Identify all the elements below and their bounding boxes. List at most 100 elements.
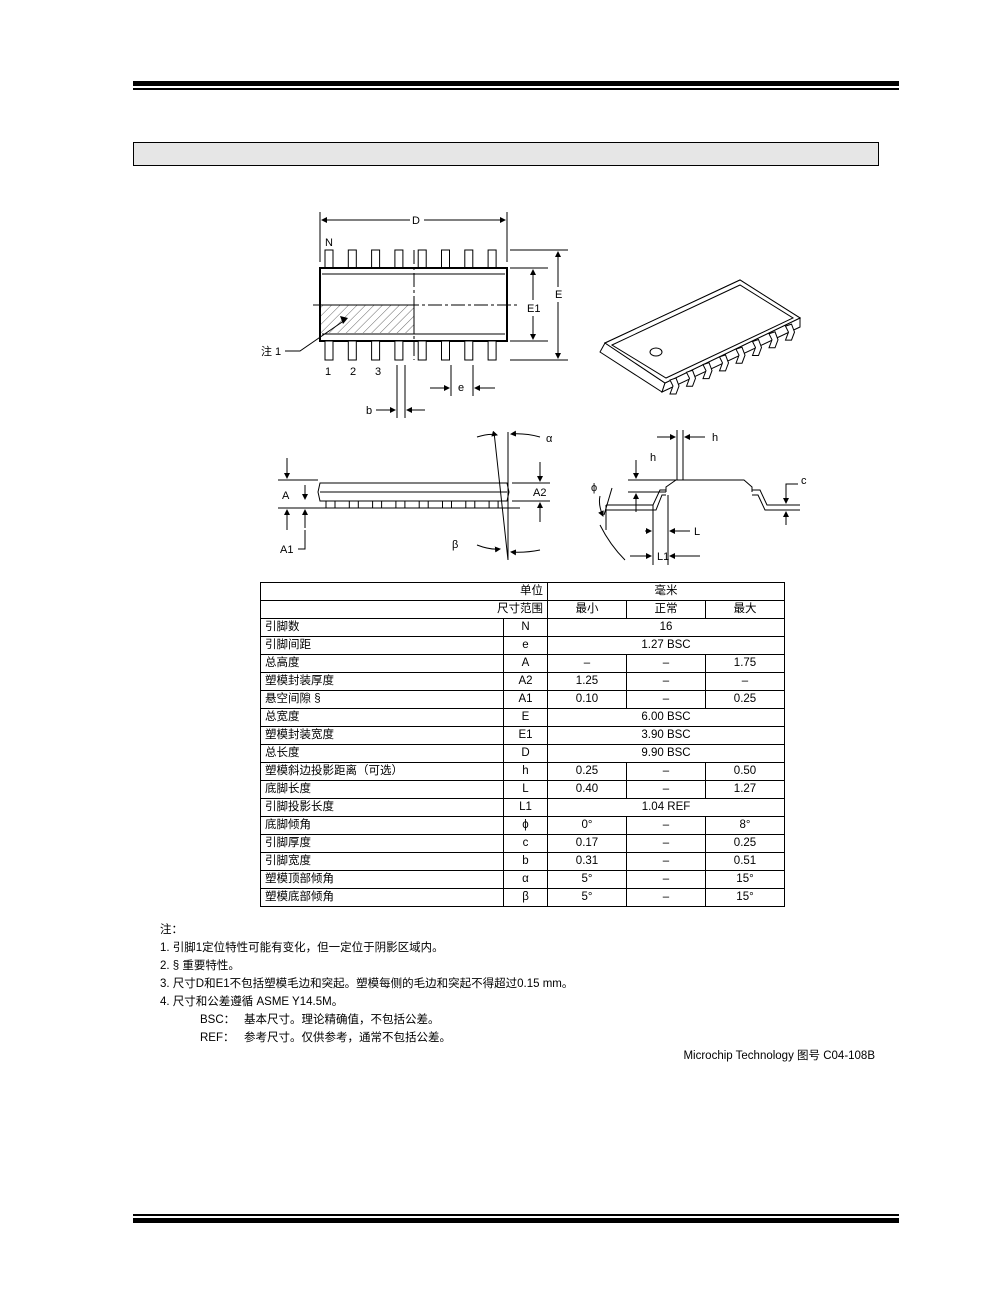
row-min: 0.10 [547,690,627,709]
row-nom: – [626,816,706,835]
row-symbol: E1 [503,726,548,745]
table-header-units: 单位 毫米 [260,582,785,601]
row-min: 0.40 [547,780,627,799]
side-pin [465,500,476,509]
row-max: – [705,672,785,691]
iso-pin [751,338,763,356]
label-E1: E1 [527,303,540,315]
col-nom: 正常 [626,600,706,619]
row-value: 9.90 BSC [547,744,785,763]
side-pin [395,500,406,509]
iso-pin [702,361,713,380]
row-value: 6.00 BSC [547,708,785,727]
isometric-view [599,279,802,395]
detail-view [598,430,800,565]
top-rule-thin [133,88,899,90]
label-beta: β [452,539,458,551]
side-pin [488,500,499,509]
row-name: 引脚宽度 [260,852,504,871]
row-value: 3.90 BSC [547,726,785,745]
row-name: 引脚厚度 [260,834,504,853]
row-max: 0.51 [705,852,785,871]
row-name: 引脚数 [260,618,504,637]
bottom-pin [394,340,404,361]
row-nom: – [626,780,706,799]
row-name: 塑模封装宽度 [260,726,504,745]
row-name: 总宽度 [260,708,504,727]
col-min: 最小 [547,600,627,619]
note-4: 4. 尺寸和公差遵循 ASME Y14.5M。 [160,996,344,1008]
row-symbol: N [503,618,548,637]
label-phi: ϕ [591,482,597,494]
label-note1: 注 1 [261,344,281,358]
notes: 注： 1. 引脚1定位特性可能有变化，但一定位于阴影区域内。 2. § 重要特性… [160,921,573,1047]
row-max: 1.27 [705,780,785,799]
row-name: 底脚长度 [260,780,504,799]
row-nom: – [626,834,706,853]
note-bsc: BSC： 基本尺寸。理论精确值，不包括公差。 [160,1011,573,1029]
row-min: – [547,654,627,673]
bottom-rule-thin [133,1214,899,1216]
iso-pin [669,377,680,395]
iso-pin [768,331,779,349]
iso-pin [718,354,730,372]
row-symbol: ϕ [503,816,548,835]
drawing-number: Microchip Technology 图号 C04-108B [683,1050,875,1062]
row-symbol: A1 [503,690,548,709]
row-max: 15° [705,870,785,889]
package-drawing: D N E1 E 注 1 1 2 3 e b [261,212,807,565]
row-symbol: e [503,636,548,655]
label-h-left: h [650,452,656,464]
row-value: 1.27 BSC [547,636,785,655]
row-min: 5° [547,870,627,889]
units-label: 单位 [260,582,548,601]
row-max: 0.50 [705,762,785,781]
side-pin [348,500,359,509]
row-nom: – [626,654,706,673]
row-symbol: c [503,834,548,853]
range-label: 尺寸范围 [260,600,548,619]
row-name: 悬空间隙 § [260,690,504,709]
bottom-pin [487,340,497,361]
title-bar [133,142,879,166]
row-min: 5° [547,888,627,907]
row-nom: – [626,888,706,907]
top-pin [487,249,497,269]
row-min: 0.17 [547,834,627,853]
row-min: 0.31 [547,852,627,871]
ref-text: 参考尺寸。仅供参考，通常不包括公差。 [244,1032,451,1044]
side-view [278,430,550,561]
bsc-key: BSC： [200,1014,236,1026]
row-nom: – [626,672,706,691]
note-ref: REF： 参考尺寸。仅供参考，通常不包括公差。 [160,1029,573,1047]
bottom-rule-thick [133,1218,899,1223]
bsc-text: 基本尺寸。理论精确值，不包括公差。 [244,1014,440,1026]
bottom-pin [417,340,427,361]
row-nom: – [626,762,706,781]
row-name: 引脚间距 [260,636,504,655]
row-symbol: L1 [503,798,548,817]
row-symbol: A2 [503,672,548,691]
side-pin [325,500,336,509]
row-symbol: b [503,852,548,871]
top-pin [441,249,450,269]
bottom-pin [324,340,334,361]
top-pin [324,249,334,269]
label-E: E [555,289,562,301]
ref-key: REF： [200,1032,235,1044]
row-max: 15° [705,888,785,907]
row-min: 1.25 [547,672,627,691]
side-pin [418,500,429,509]
row-min: 0.25 [547,762,627,781]
row-symbol: D [503,744,548,763]
top-pin [347,249,357,269]
